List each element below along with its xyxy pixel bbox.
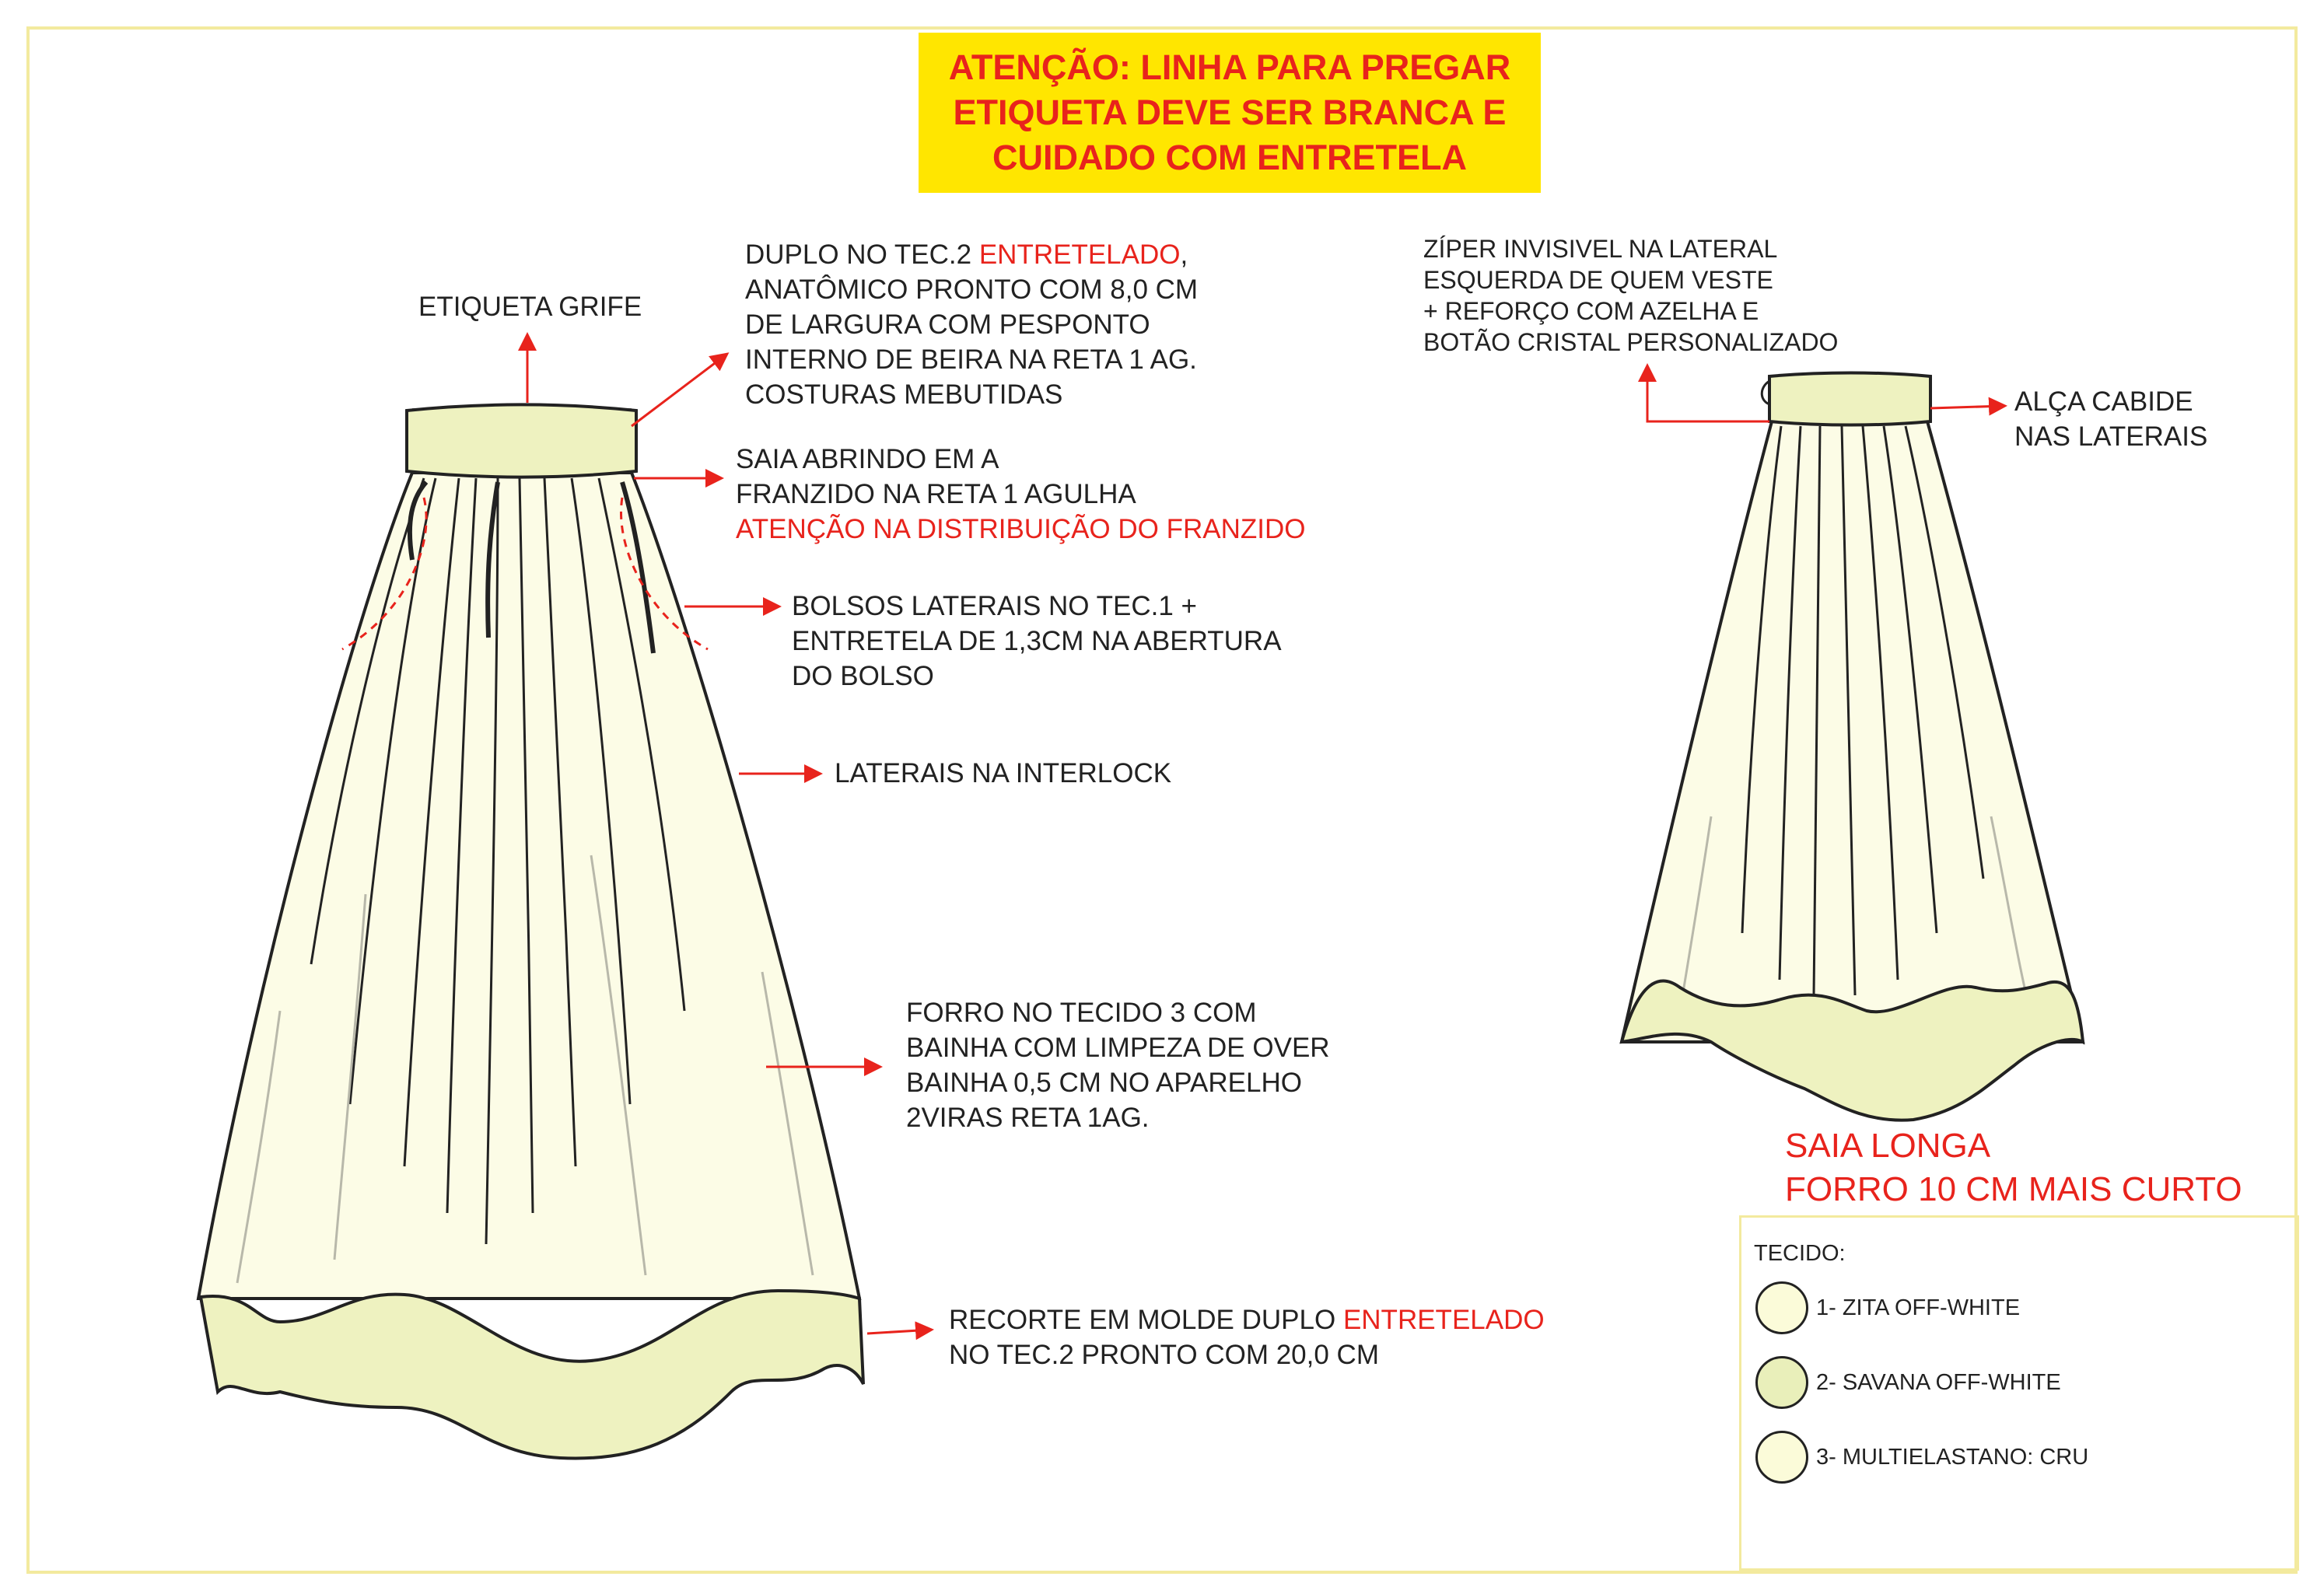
lining-line3: BAINHA 0,5 CM NO APARELHO [906, 1068, 1302, 1098]
lining-line4: 2VIRAS RETA 1AG. [906, 1103, 1150, 1133]
note-waistband: DUPLO NO TEC.2 ENTRETELADO, ANATÔMICO PR… [745, 237, 1198, 412]
zipper-line1: ZÍPER INVISIVEL NA LATERAL [1423, 235, 1778, 263]
small-hem-band [1619, 979, 2085, 1122]
product-title: SAIA LONGA FORRO 10 CM MAIS CURTO [1785, 1124, 2242, 1211]
waistband-line1c: , [1180, 239, 1188, 270]
fabric-legend: TECIDO: 1- ZITA OFF-WHITE 2- SAVANA OFF-… [1739, 1215, 2299, 1571]
note-brand-label: ETIQUETA GRIFE [418, 292, 642, 322]
waistband-line3: DE LARGURA COM PESPONTO [745, 309, 1150, 340]
hem-line2: NO TEC.2 PRONTO COM 20,0 CM [949, 1340, 1379, 1370]
large-skirt-arrows [518, 332, 934, 1341]
warning-line-1: ATENÇÃO: LINHA PARA PREGAR [948, 47, 1511, 87]
large-hem-band [198, 1288, 865, 1460]
small-zipper-loop [1760, 379, 1770, 406]
gather-line2: FRANZIDO NA RETA 1 AGULHA [736, 479, 1136, 509]
left-pocket-line [341, 497, 428, 651]
zipper-line2: ESQUERDA DE QUEM VESTE [1423, 266, 1773, 294]
right-pocket-line [620, 497, 709, 651]
fabric-label-2: 2- SAVANA OFF-WHITE [1816, 1370, 2061, 1395]
large-skirt-drape-lines [310, 477, 686, 1245]
product-line2: FORRO 10 CM MAIS CURTO [1785, 1170, 2242, 1208]
product-line1: SAIA LONGA [1785, 1127, 1991, 1165]
note-hanger: ALÇA CABIDE NAS LATERAIS [2014, 384, 2207, 454]
waistband-line1a: DUPLO NO TEC.2 [745, 239, 979, 270]
large-skirt [196, 403, 865, 1460]
note-hem: RECORTE EM MOLDE DUPLO ENTRETELADO NO TE… [949, 1302, 1545, 1372]
fabric-label-3: 3- MULTIELASTANO: CRU [1816, 1445, 2089, 1470]
note-pockets: BOLSOS LATERAIS NO TEC.1 + ENTRETELA DE … [792, 589, 1282, 694]
large-skirt-body [196, 471, 862, 1300]
hanger-line2: NAS LATERAIS [2014, 421, 2208, 452]
waistband-line5: COSTURAS MEBUTIDAS [745, 379, 1063, 410]
large-skirt-shading [236, 855, 814, 1284]
pockets-line2: ENTRETELA DE 1,3CM NA ABERTURA [792, 626, 1282, 656]
gather-line1: SAIA ABRINDO EM A [736, 444, 999, 474]
hem-line1a: RECORTE EM MOLDE DUPLO [949, 1305, 1343, 1335]
gather-line3: ATENÇÃO NA DISTRIBUIÇÃO DO FRANZIDO [736, 514, 1306, 544]
warning-line-3: CUIDADO COM ENTRETELA [992, 138, 1467, 177]
fabric-legend-title: TECIDO: [1754, 1241, 1846, 1266]
hanger-line1: ALÇA CABIDE [2014, 386, 2193, 417]
waistband-line4: INTERNO DE BEIRA NA RETA 1 AG. [745, 344, 1197, 375]
small-skirt-drape-lines [1741, 425, 1985, 996]
pockets-line3: DO BOLSO [792, 661, 934, 691]
small-skirt-arrows [1638, 363, 2007, 423]
note-zipper: ZÍPER INVISIVEL NA LATERAL ESQUERDA DE Q… [1423, 233, 1838, 358]
fabric-label-1: 1- ZITA OFF-WHITE [1816, 1295, 2021, 1320]
note-sides: LATERAIS NA INTERLOCK [835, 758, 1172, 788]
fabric-swatch-1 [1755, 1281, 1808, 1334]
waistband-line2: ANATÔMICO PRONTO COM 8,0 CM [745, 274, 1199, 305]
warning-banner: ATENÇÃO: LINHA PARA PREGAR ETIQUETA DEVE… [919, 33, 1541, 193]
large-skirt-bold-folds [407, 480, 656, 654]
lining-line1: FORRO NO TECIDO 3 COM [906, 998, 1257, 1028]
small-skirt [1619, 371, 2085, 1122]
large-waistband [405, 403, 638, 479]
lining-line2: BAINHA COM LIMPEZA DE OVER [906, 1033, 1330, 1063]
warning-line-2: ETIQUETA DEVE SER BRANCA E [953, 93, 1507, 132]
small-waistband [1768, 371, 1932, 427]
zipper-line3: + REFORÇO COM AZELHA E [1423, 297, 1759, 325]
note-gather: SAIA ABRINDO EM A FRANZIDO NA RETA 1 AGU… [736, 442, 1305, 547]
sheet-border [26, 26, 2298, 1574]
note-lining: FORRO NO TECIDO 3 COM BAINHA COM LIMPEZA… [906, 995, 1330, 1135]
hem-line1b: ENTRETELADO [1342, 1305, 1545, 1335]
fabric-swatch-2 [1755, 1356, 1808, 1409]
zipper-line4: BOTÃO CRISTAL PERSONALIZADO [1423, 328, 1839, 356]
waistband-line1b: ENTRETELADO [978, 239, 1181, 270]
pockets-line1: BOLSOS LATERAIS NO TEC.1 + [792, 591, 1197, 621]
fabric-swatch-3 [1755, 1431, 1808, 1484]
